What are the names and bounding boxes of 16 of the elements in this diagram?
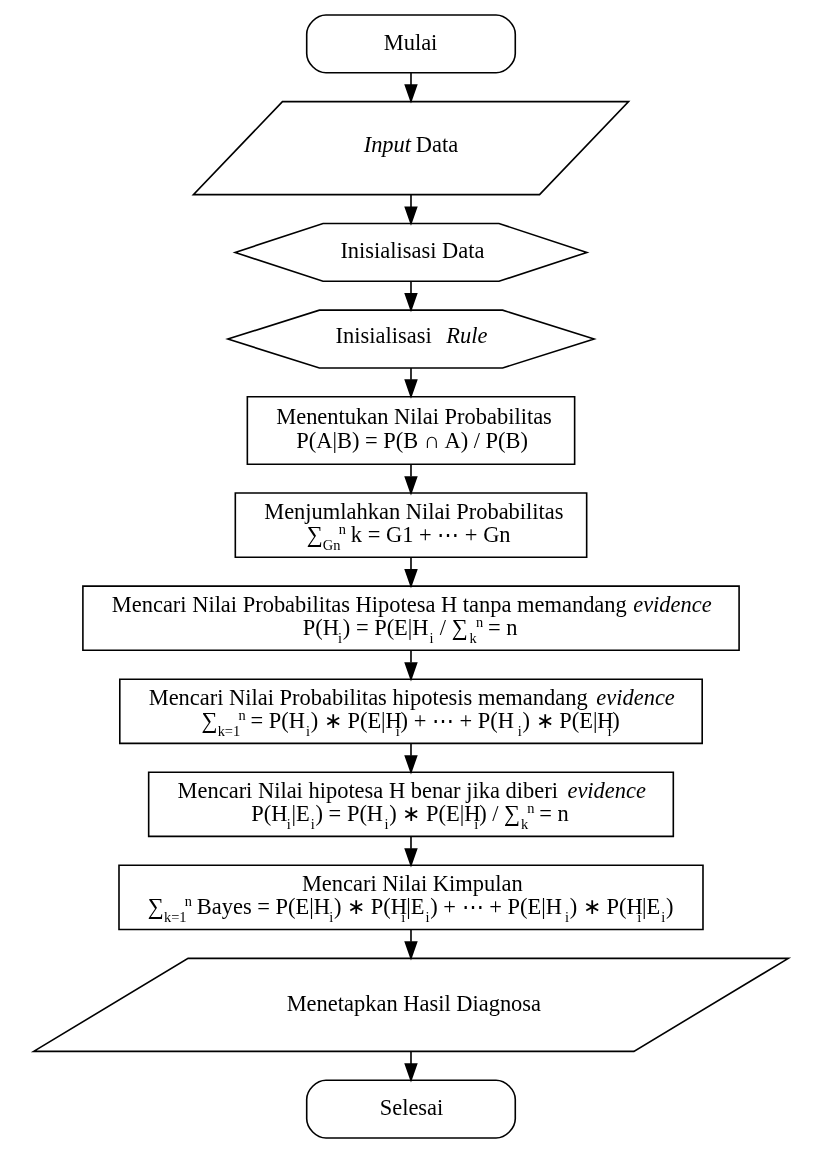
node-box: Mencari Nilai Probabilitas Hipotesa H tanpa memandang evidence P(H$_{i}$) = P(E|H$_{i}$ / ∑$_{k}$$^{n}$ = n: [81, 585, 740, 652]
node-box: Selesai: [305, 1079, 516, 1139]
node-box: Mulai: [305, 14, 516, 74]
node-box: Menjumlahkan Nilai Probabilitas ∑$_{Gn}$$^{n}$ k = G1 + ⋯ + Gn: [234, 492, 587, 559]
node-box: Menentukan Nilai Probabilitas P(A|B) = P(B ∩ A) / P(B): [246, 396, 575, 465]
arrow: [403, 367, 418, 399]
arrow: [403, 556, 418, 589]
arrow: [403, 743, 418, 775]
arrow: [403, 649, 418, 682]
arrow: [403, 280, 418, 313]
arrow: [403, 463, 418, 496]
arrow: [403, 1050, 418, 1083]
arrow: [403, 72, 418, 104]
arrow: [403, 194, 418, 226]
arrow: [403, 928, 418, 961]
arrow: [403, 836, 418, 868]
